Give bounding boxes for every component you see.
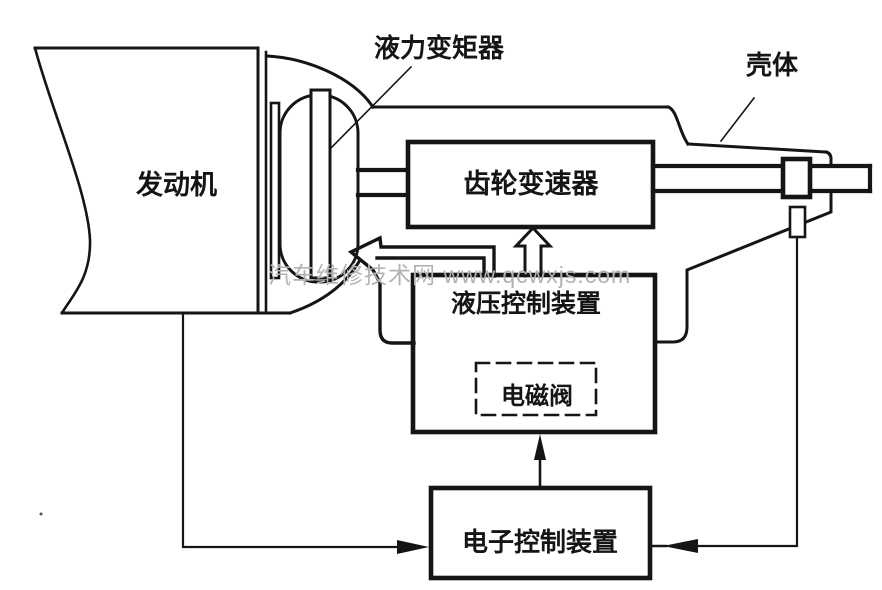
speed-sensor <box>788 205 807 239</box>
engine-label: 发动机 <box>135 169 217 200</box>
oil-flow-arrow-to-gearbox <box>512 225 554 278</box>
bell-housing-bottom-arc <box>288 257 363 315</box>
housing-right-upper-edge <box>824 150 833 168</box>
housing-leader-line <box>719 96 756 143</box>
hydraulic-control-label: 液压控制装置 <box>451 289 601 318</box>
engine-block <box>33 46 292 315</box>
torque-converter-label: 液力变矩器 <box>374 33 505 63</box>
gear-transmission-label: 齿轮变速器 <box>464 168 600 199</box>
output-shaft-group <box>650 156 873 239</box>
bell-housing-top-arc <box>265 54 376 110</box>
drive-plate <box>269 101 281 280</box>
gear-transmission-box <box>405 139 656 230</box>
sensor-feedback-path <box>696 235 799 548</box>
output-bearing <box>780 156 813 200</box>
engine-feedback-path <box>181 311 399 549</box>
hydraulic-control-box <box>410 272 658 435</box>
scan-speck <box>39 512 43 516</box>
housing-upper-slope <box>686 142 828 154</box>
oil-arrow-outer-outline <box>347 235 496 345</box>
left-pointing-arrowhead <box>663 539 698 553</box>
oil-flow-arrow-to-converter <box>347 235 496 345</box>
sensor-feedback-line <box>649 235 799 553</box>
ecu-label: 电子控制装置 <box>462 527 618 557</box>
torque-converter <box>269 88 360 284</box>
right-pointing-arrowhead <box>397 540 429 554</box>
housing-label: 壳体 <box>745 50 799 80</box>
solenoid-valve-dashed-box <box>474 361 598 417</box>
housing-outline <box>265 54 833 344</box>
input-shaft <box>355 167 412 198</box>
housing-right-lower-edge <box>653 189 833 344</box>
torque-converter-leader-line <box>328 65 413 151</box>
up-arrowhead <box>534 434 546 460</box>
housing-step-curve <box>666 105 691 147</box>
engine-feedback-line <box>181 311 429 554</box>
oil-arrow-inner-wall <box>375 256 486 278</box>
engine-broken-left-edge <box>33 46 92 315</box>
solenoid-valve-label: 电磁阀 <box>501 382 573 410</box>
torque-converter-center-plate <box>309 88 332 280</box>
watermark-text: 汽车维修技术网 www.qcwxjs.com <box>268 262 631 288</box>
ecu-to-hydraulic-arrow <box>534 434 546 490</box>
